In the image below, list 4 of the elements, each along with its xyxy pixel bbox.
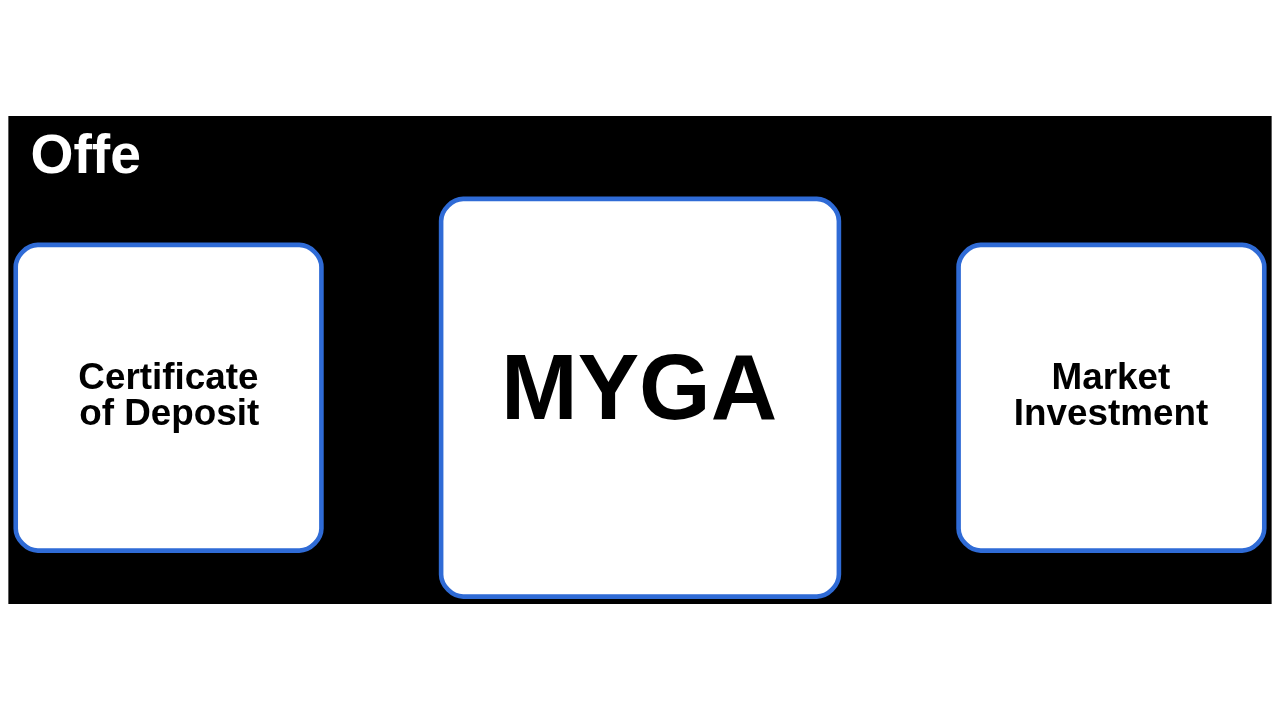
node-box: Certificate of Deposit <box>13 242 324 553</box>
node-box: MYGA <box>438 196 842 599</box>
diagram-title: Offe <box>30 123 141 186</box>
node-box: Market Investment <box>956 242 1267 553</box>
